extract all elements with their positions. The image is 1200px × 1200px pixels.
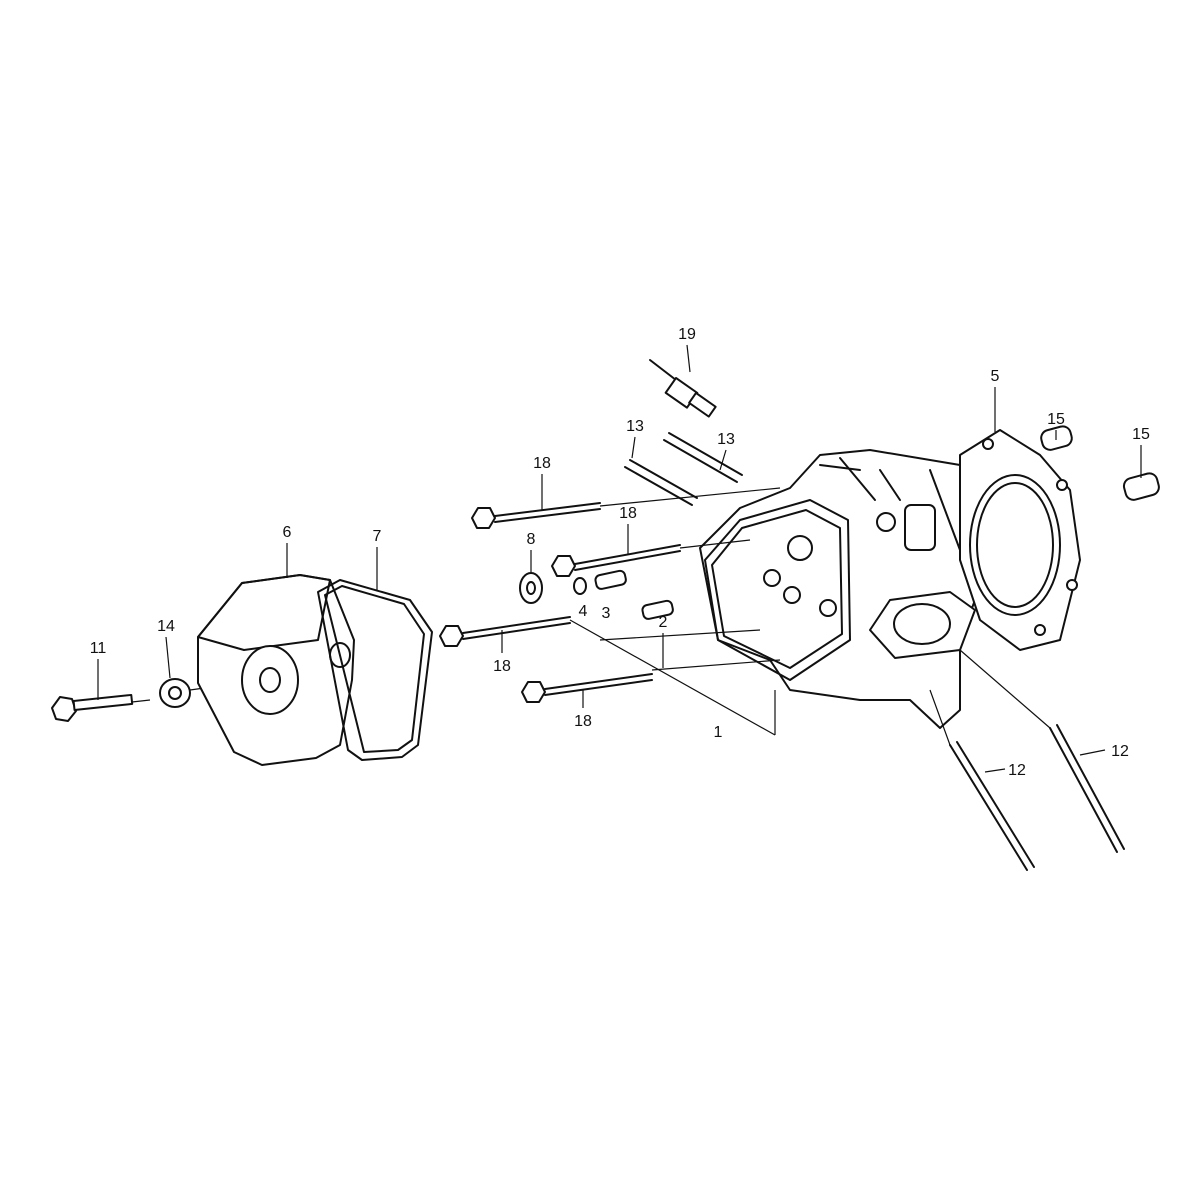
label-7: 7 (373, 528, 382, 545)
bolt-18-c (439, 616, 571, 647)
label-18: 18 (619, 505, 637, 522)
label-6: 6 (283, 524, 292, 541)
seal-8 (519, 572, 543, 604)
head-gasket-5 (959, 429, 1081, 651)
label-18: 18 (533, 455, 551, 472)
label-15: 15 (1047, 411, 1065, 428)
clip-4 (573, 577, 587, 595)
label-14: 14 (157, 618, 175, 635)
washer-14 (159, 678, 191, 708)
label-13: 13 (626, 418, 644, 435)
leader-lines (97, 344, 1142, 773)
label-5: 5 (991, 368, 1000, 385)
label-18: 18 (574, 713, 592, 730)
cover-gasket-7 (317, 579, 433, 761)
label-11: 11 (90, 640, 107, 657)
bolt-18-a (471, 502, 601, 529)
stud-13-b (663, 432, 743, 483)
label-19: 19 (678, 326, 696, 343)
dowel-15-b (1122, 472, 1160, 501)
guide-3 (594, 569, 627, 590)
guide-2 (641, 599, 674, 620)
bolt-11 (51, 693, 151, 722)
head-cover-6 (197, 574, 355, 766)
label-15: 15 (1132, 426, 1150, 443)
label-18: 18 (493, 658, 511, 675)
label-12: 12 (1111, 743, 1129, 760)
bolt-18-d (521, 673, 653, 703)
label-4: 4 (579, 603, 588, 620)
stud-12-b (1049, 724, 1125, 853)
label-3: 3 (602, 605, 611, 622)
label-1: 1 (714, 724, 723, 741)
cylinder-head-1 (699, 449, 1001, 729)
stud-12-a (949, 741, 1035, 871)
stud-13-a (624, 459, 698, 506)
spark-plug-19 (649, 359, 717, 418)
label-8: 8 (527, 531, 536, 548)
label-12: 12 (1008, 762, 1026, 779)
label-2: 2 (659, 614, 668, 631)
label-13: 13 (717, 431, 735, 448)
